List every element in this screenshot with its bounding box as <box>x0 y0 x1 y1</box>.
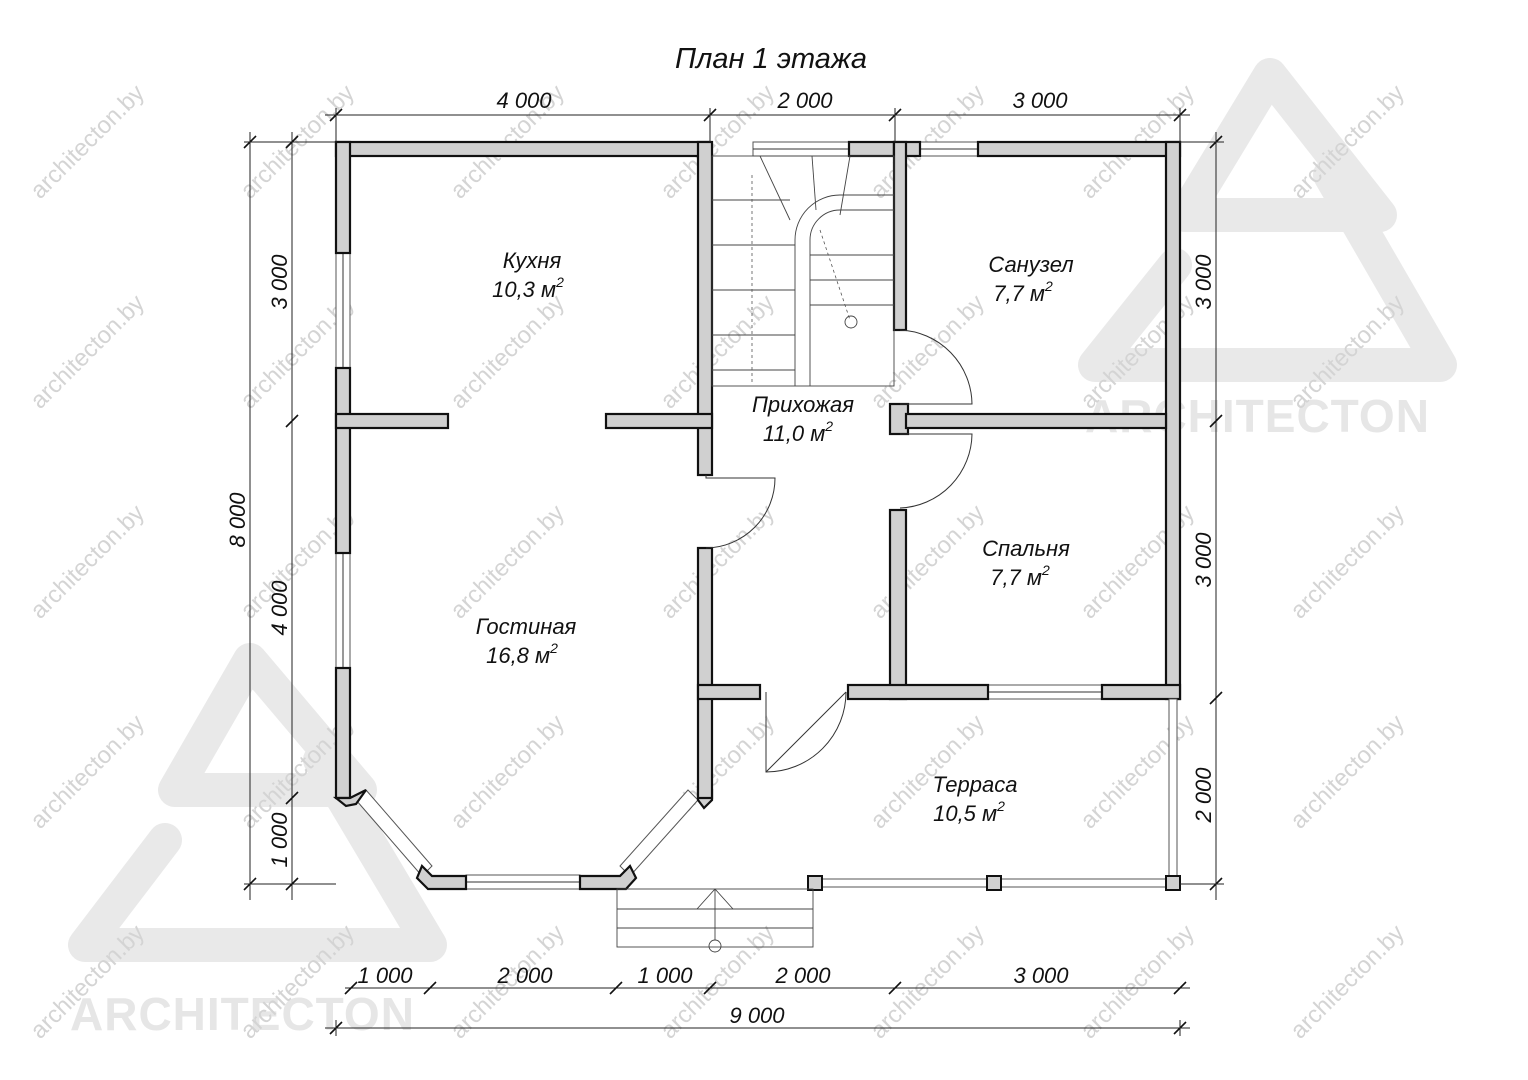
dim-left-1: 3 000 <box>267 254 292 310</box>
wall <box>415 864 468 891</box>
watermark-text: architecton.by <box>1285 709 1410 834</box>
watermark-text: architecton.by <box>865 919 990 1044</box>
watermark-text: architecton.by <box>1285 919 1410 1044</box>
wall <box>847 140 896 158</box>
dim-right-3: 2 000 <box>1191 767 1216 824</box>
dim-left-total: 8 000 <box>225 492 250 548</box>
dimensions-top: 4 000 2 000 3 000 <box>325 88 1190 142</box>
room-name-hallway: Прихожая <box>752 392 854 417</box>
wall <box>578 864 638 891</box>
door-bedroom <box>899 433 973 509</box>
room-name-bedroom: Спальня <box>982 536 1070 561</box>
wall <box>1100 683 1182 701</box>
dim-top-2: 2 000 <box>776 88 833 113</box>
room-area-kitchen: 10,3 м2 <box>492 274 564 302</box>
room-area-bedroom: 7,7 м2 <box>990 562 1050 590</box>
room-name-living: Гостиная <box>476 614 577 639</box>
wall <box>1164 140 1182 701</box>
steps-start-mark <box>708 939 722 953</box>
staircase <box>711 155 895 387</box>
wall <box>332 789 367 808</box>
doors <box>705 329 973 773</box>
watermark-text: architecton.by <box>445 289 570 414</box>
watermark-text: architecton.by <box>445 499 570 624</box>
door-living <box>705 475 776 549</box>
watermark-text: architecton.by <box>25 289 150 414</box>
dim-left-3: 1 000 <box>267 812 292 868</box>
dim-left-2: 4 000 <box>267 580 292 636</box>
plan-title: План 1 этажа <box>675 43 867 75</box>
watermark-text: architecton.by <box>1075 499 1200 624</box>
room-name-terrace: Терраса <box>933 772 1018 797</box>
room-area-hallway: 11,0 м2 <box>763 418 833 446</box>
watermark-text: architecton.by <box>25 79 150 204</box>
room-name-kitchen: Кухня <box>503 248 562 273</box>
watermark-text: architecton.by <box>1075 709 1200 834</box>
terrace-rail-side <box>1168 698 1178 878</box>
dim-right-2: 3 000 <box>1191 532 1216 588</box>
dim-bottom-total: 9 000 <box>729 1003 785 1028</box>
dim-bottom-5: 3 000 <box>1013 963 1069 988</box>
dim-bottom-1: 1 000 <box>357 963 413 988</box>
wall <box>696 546 714 800</box>
room-area-terrace: 10,5 м2 <box>933 798 1005 826</box>
terrace-rails <box>807 698 1181 891</box>
logo-watermark-left: ARCHITECTON <box>68 643 447 1040</box>
brand-text-left: ARCHITECTON <box>70 988 415 1040</box>
entrance-steps <box>616 888 814 953</box>
stair-outline <box>711 155 895 387</box>
watermark-text: architecton.by <box>25 709 150 834</box>
terrace-post <box>1165 875 1181 891</box>
wall <box>334 366 352 555</box>
wall <box>604 412 714 430</box>
door-bathroom <box>899 329 973 405</box>
watermark-text: architecton.by <box>1075 919 1200 1044</box>
dim-top-3: 3 000 <box>1012 88 1068 113</box>
dim-top-1: 4 000 <box>496 88 552 113</box>
watermark-text: architecton.by <box>1285 499 1410 624</box>
wall <box>846 683 990 701</box>
dim-bottom-4: 2 000 <box>774 963 831 988</box>
wall <box>334 140 712 158</box>
wall <box>334 140 352 255</box>
terrace-post <box>986 875 1002 891</box>
wall <box>334 412 450 430</box>
room-labels: Кухня 10,3 м2 Санузел 7,7 м2 Прихожая 11… <box>476 248 1074 826</box>
dimensions-right: 3 000 3 000 2 000 <box>1180 132 1224 900</box>
walls <box>332 140 1182 891</box>
wall <box>696 683 762 701</box>
watermark-text: architecton.by <box>655 499 780 624</box>
watermark-text: architecton.by <box>445 709 570 834</box>
terrace-post <box>807 875 823 891</box>
wall <box>334 666 352 800</box>
room-area-living: 16,8 м2 <box>486 640 558 668</box>
wall <box>892 140 908 332</box>
wall <box>904 412 1168 430</box>
dimensions-left: 8 000 3 000 4 000 1 000 <box>225 132 336 900</box>
stair-start-mark <box>844 315 858 329</box>
wall <box>888 508 908 701</box>
dim-bottom-2: 2 000 <box>496 963 553 988</box>
window-bay-right <box>619 789 699 877</box>
room-name-bathroom: Санузел <box>988 252 1073 277</box>
watermark-text: architecton.by <box>865 499 990 624</box>
door-entrance <box>765 691 847 773</box>
dimensions-bottom: 1 000 2 000 1 000 2 000 3 000 9 000 <box>325 963 1190 1036</box>
dim-bottom-3: 1 000 <box>637 963 693 988</box>
dim-right-1: 3 000 <box>1191 254 1216 310</box>
room-area-bathroom: 7,7 м2 <box>993 278 1053 306</box>
watermark-text: architecton.by <box>25 499 150 624</box>
wall <box>976 140 1182 158</box>
windows <box>335 141 1103 890</box>
